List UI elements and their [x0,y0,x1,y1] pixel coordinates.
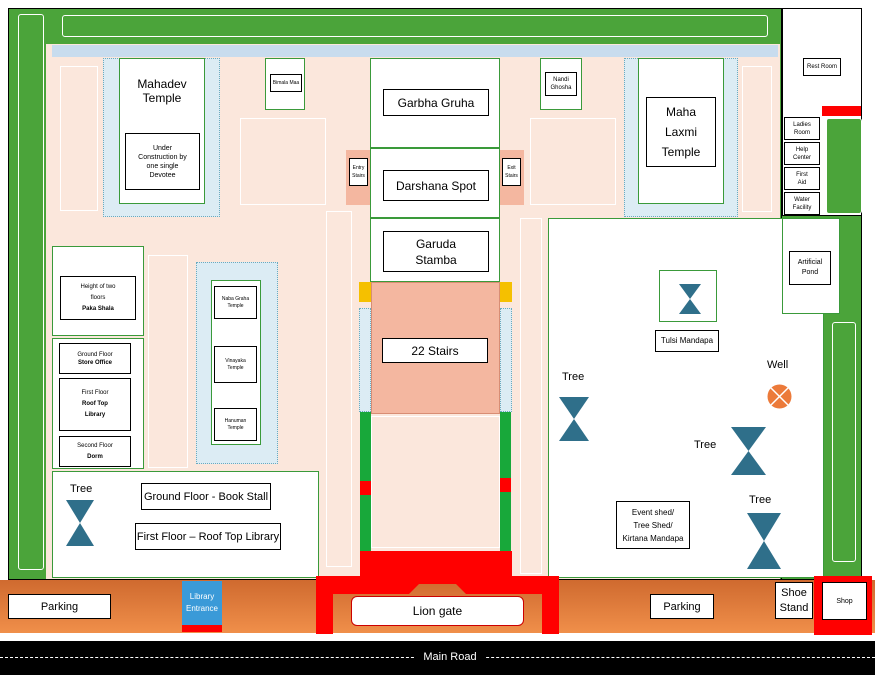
garuda-stamba-label: Garuda Stamba [383,231,489,272]
vinayaka-temple[interactable]: Vinayaka Temple [214,346,257,383]
outline-box [60,66,98,211]
roof-top-library: First Floor Roof Top Library [59,378,131,431]
naba-graha-temple[interactable]: Naba Graha Temple [214,286,257,319]
artificial-pond-label: Artificial Pond [789,251,831,285]
outline-box [148,255,188,468]
tree-label: Tree [749,494,772,506]
rest-room[interactable]: Rest Room [803,58,841,76]
stairs-corner-marker [500,282,512,302]
paka-shala-height-note: Height of two floors [80,283,116,301]
rail-marker [360,481,371,495]
library-name: Roof Top Library [82,401,108,418]
outline-box [240,118,326,205]
tulsi-mandapa-label: Tulsi Mandapa [655,330,719,352]
store-office: Ground Floor Store Office [59,343,131,374]
twenty-two-stairs-label: 22 Stairs [382,338,488,363]
tulsi-plant-icon [679,284,701,314]
parking-west[interactable]: Parking [8,594,111,619]
shop[interactable]: Shop [822,582,867,620]
library-entrance-threshold [182,625,222,632]
book-stall: Ground Floor - Book Stall [141,483,271,510]
tree-label: Tree [562,371,585,383]
bimala-maa-label: Bimala Maa [270,74,302,92]
help-center[interactable]: Help Center [784,142,820,165]
event-shed[interactable]: Event shed/ Tree Shed/ Kirtana Mandapa [616,501,690,549]
garbha-gruha[interactable]: Garbha Gruha [370,58,500,148]
outline-box [742,66,772,212]
tree-icon [66,500,94,546]
paka-shala-label: Height of two floors Paka Shala [60,276,136,320]
outline-box [530,118,616,205]
darshana-spot[interactable]: Darshana Spot [370,148,500,218]
tree-label: Tree [694,439,717,451]
stairs-side-dotted [359,308,371,412]
garuda-stamba[interactable]: Garuda Stamba [370,218,500,282]
outline-box [520,218,542,574]
exit-stairs[interactable]: Exit Stairs [502,158,521,186]
ladies-room[interactable]: Ladies Room [784,117,820,140]
east-garden-bottom [832,322,856,562]
lion-gate-structure [316,576,559,634]
tree-icon [747,513,781,569]
main-road-label: Main Road [415,649,485,665]
north-corridor [52,45,778,57]
library-entrance[interactable]: Library Entrance [182,581,222,625]
dorm-floor: Second Floor [77,442,113,449]
dorm-name: Dorm [87,453,103,460]
dorm: Second Floor Dorm [59,436,131,467]
roof-top-library-stall: First Floor – Roof Top Library [135,523,281,550]
tree-icon [731,427,766,475]
artificial-pond[interactable]: Artificial Pond [782,218,840,314]
north-garden [62,15,768,37]
paka-shala-name: Paka Shala [82,305,114,312]
shoe-stand[interactable]: Shoe Stand [775,582,813,619]
lion-gate[interactable]: Lion gate [351,596,524,626]
bimala-maa-temple[interactable]: Bimala Maa [265,58,305,110]
tree-icon [559,397,589,441]
well-label: Well [767,359,789,371]
darshana-spot-label: Darshana Spot [383,170,489,201]
rail-marker [500,478,511,492]
water-facility[interactable]: Water Facility [784,192,820,215]
rest-room-door [822,106,861,116]
tree-label: Tree [70,483,93,495]
garbha-gruha-label: Garbha Gruha [383,89,489,116]
hanuman-temple[interactable]: Hanuman Temple [214,408,257,441]
store-office-floor: Ground Floor [77,351,113,358]
stairs-side-dotted [500,308,512,412]
outline-box [326,211,352,567]
stairs-corner-marker [359,282,371,302]
library-floor: First Floor [81,390,109,396]
well-icon [767,384,792,409]
store-office-name: Store Office [77,359,112,366]
first-aid[interactable]: First Aid [784,167,820,190]
under-construction-note: Under Construction by one single Devotee [125,133,200,190]
walkway [371,416,500,548]
nandi-ghosha-label: Nandi Ghosha [545,72,577,96]
west-garden [18,14,44,570]
nandi-ghosha[interactable]: Nandi Ghosha [540,58,582,110]
parking-east[interactable]: Parking [650,594,714,619]
east-garden-top [826,118,862,214]
entry-stairs[interactable]: Entry Stairs [349,158,368,186]
maha-laxmi-label: Maha Laxmi Temple [646,97,716,167]
gate-front-red [360,551,512,580]
